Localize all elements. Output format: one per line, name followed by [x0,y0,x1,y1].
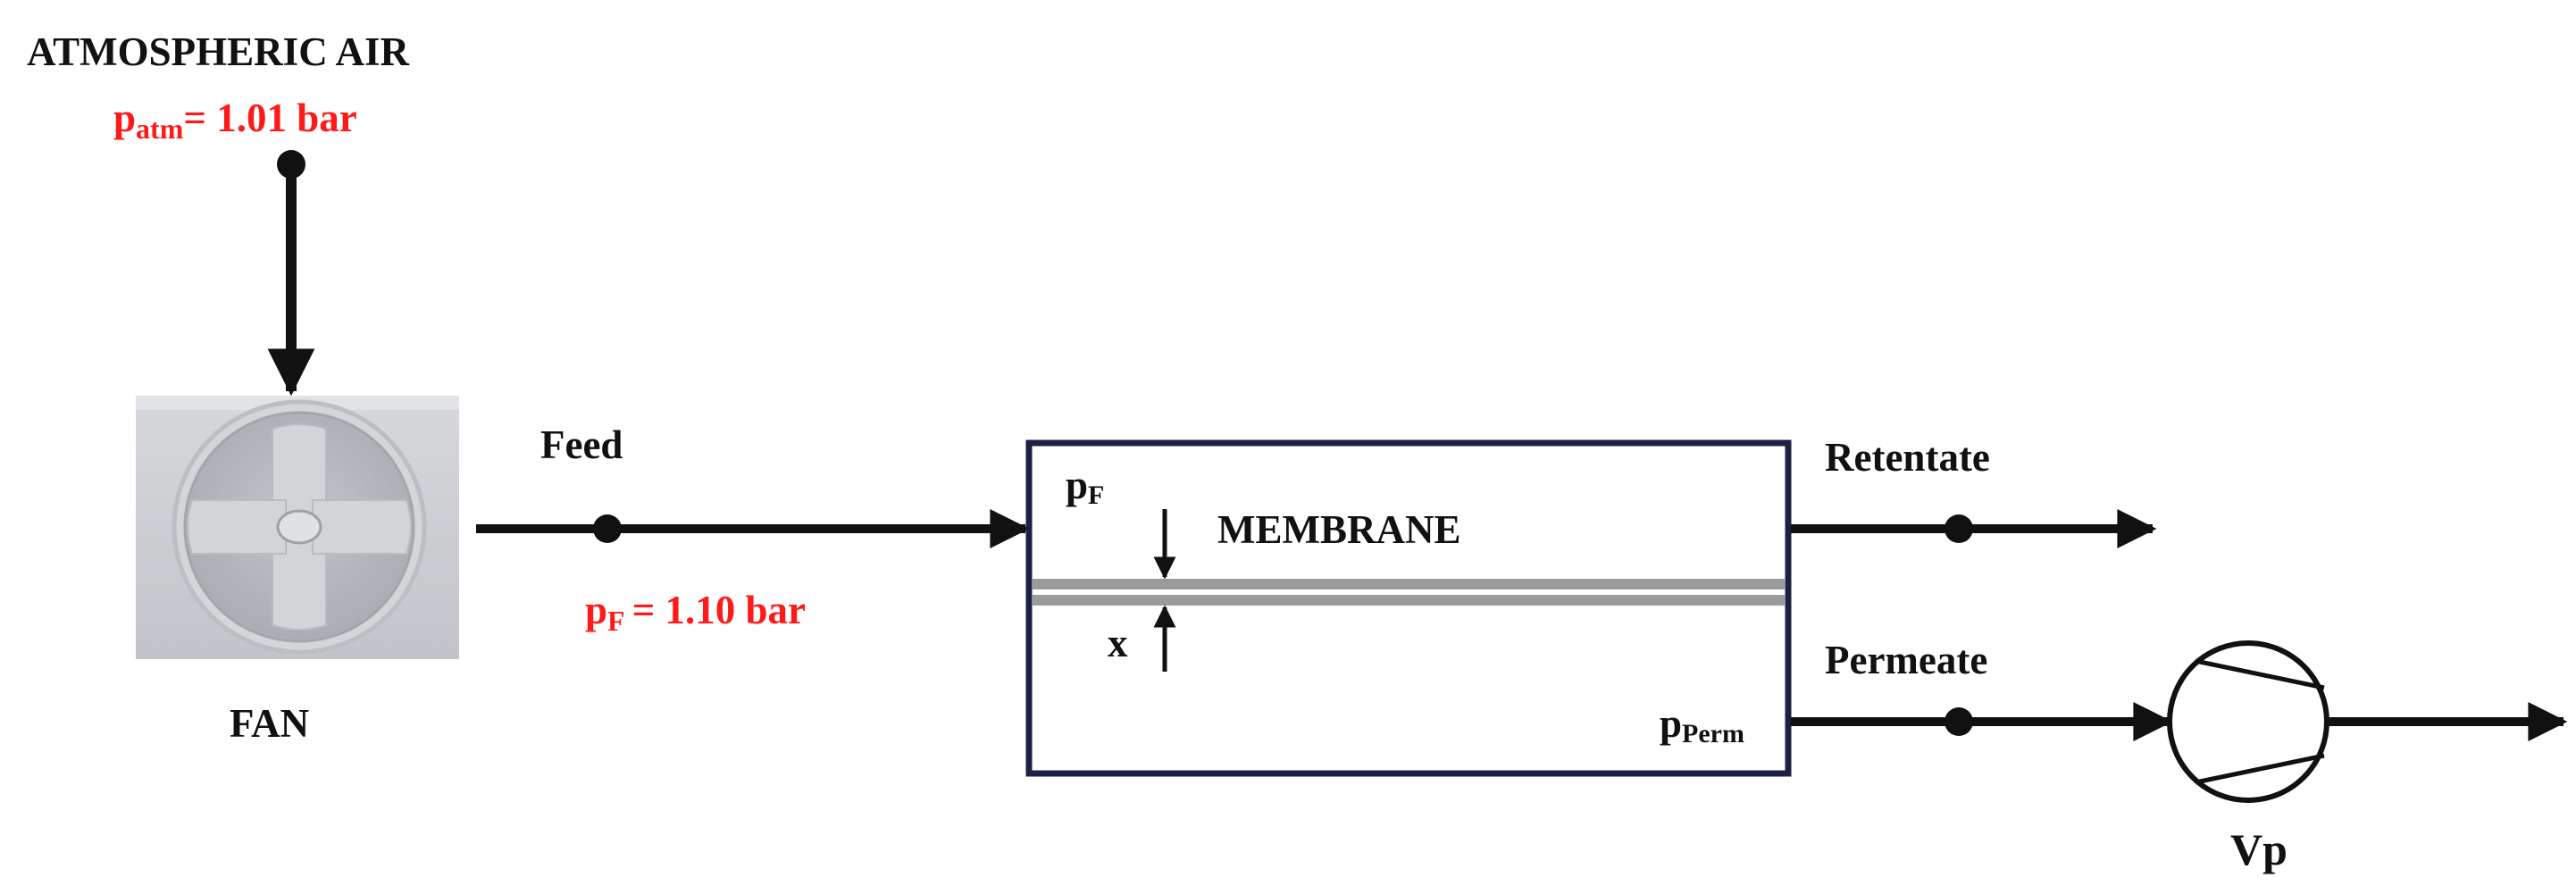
vacuum-pump-icon [2167,640,2329,803]
feed-pressure-symbol: p [585,588,607,632]
retentate-node [1945,514,1973,543]
retentate-label: Retentate [1825,435,1990,480]
membrane-perm-pressure-symbol: p [1660,701,1682,746]
feed-label: Feed [540,422,623,467]
membrane-perm-pressure-subscript: Perm [1682,719,1744,748]
source-pressure-value: = 1.01 bar [183,96,356,140]
feed-pressure-value: = 1.10 bar [632,588,806,632]
membrane-perm-pressure: pPerm [1660,701,1744,748]
thickness-label: x [1108,621,1128,665]
permeate-label: Permeate [1825,638,1987,682]
membrane-layer-bottom [1033,595,1785,606]
source-pressure: patm= 1.01 bar [113,96,357,145]
membrane-layer-top [1033,579,1785,589]
fan-label: FAN [230,701,309,746]
source-pressure-subscript: atm [136,113,184,145]
pump-label: Vp [2230,824,2287,874]
feed-pressure: pF= 1.10 bar [585,588,806,637]
permeate-node [1945,707,1973,736]
membrane-feed-pressure: pF [1066,463,1104,510]
feed-pressure-subscript: F [607,605,625,637]
membrane-feed-pressure-symbol: p [1066,463,1088,507]
source-title: ATMOSPHERIC AIR [27,29,409,74]
source-pressure-symbol: p [113,96,136,140]
membrane-label: MEMBRANE [1217,507,1460,552]
feed-node [593,514,622,543]
fan-icon [136,396,459,659]
membrane-feed-pressure-subscript: F [1088,481,1104,510]
